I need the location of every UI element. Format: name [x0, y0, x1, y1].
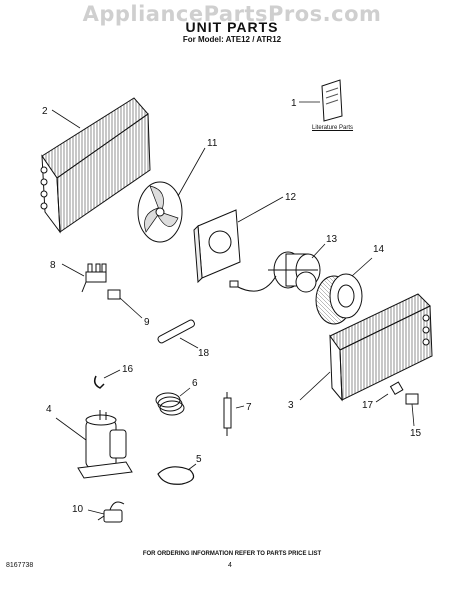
callout-10: 10: [72, 504, 84, 515]
callout-9: 9: [144, 317, 150, 328]
ordering-note: FOR ORDERING INFORMATION REFER TO PARTS …: [142, 551, 322, 557]
motor-bracket-part: [193, 196, 284, 284]
callout-16: 16: [122, 364, 134, 375]
page-number: 4: [228, 562, 232, 569]
compressor-part: [55, 410, 133, 479]
terminal-part: [61, 263, 107, 293]
callout-1: 1: [291, 98, 297, 109]
fan-blade-part: [137, 147, 206, 243]
callout-5: 5: [196, 454, 202, 465]
callout-13: 13: [326, 234, 338, 245]
callout-6: 6: [192, 378, 198, 389]
callout-4: 4: [46, 404, 52, 415]
callout-15: 15: [410, 428, 422, 439]
literature-parts-part: [299, 79, 343, 122]
tube-part: [157, 319, 199, 349]
clamp-part: [93, 369, 121, 389]
spring-part: [155, 387, 191, 416]
drier-part: [223, 392, 245, 436]
blower-wheel-part: [315, 257, 373, 325]
callout-8: 8: [50, 260, 56, 271]
callout-18: 18: [198, 348, 210, 359]
callout-7: 7: [246, 402, 252, 413]
evaporator-coil-part: [299, 293, 433, 402]
callout-14: 14: [373, 244, 385, 255]
grommet-part: [157, 463, 197, 485]
callout-12: 12: [285, 192, 297, 203]
callout-3: 3: [288, 400, 294, 411]
clip-part: [107, 289, 143, 319]
callout-17: 17: [362, 400, 374, 411]
fan-motor-part: [229, 243, 326, 293]
page-title: UNIT PARTS: [185, 19, 279, 35]
condenser-coil-part: [40, 97, 151, 234]
watermark: AppliancePartsPros.com: [82, 2, 382, 26]
model-line: For Model: ATE12 / ATR12: [182, 35, 282, 44]
callout-2: 2: [42, 106, 48, 117]
literature-parts-label: Literature Parts: [312, 125, 354, 131]
fitting-part: [375, 381, 404, 403]
document-number: 8167738: [6, 562, 34, 569]
callout-11: 11: [207, 138, 218, 149]
connector-part: [405, 393, 419, 427]
overload-part: [87, 501, 125, 523]
